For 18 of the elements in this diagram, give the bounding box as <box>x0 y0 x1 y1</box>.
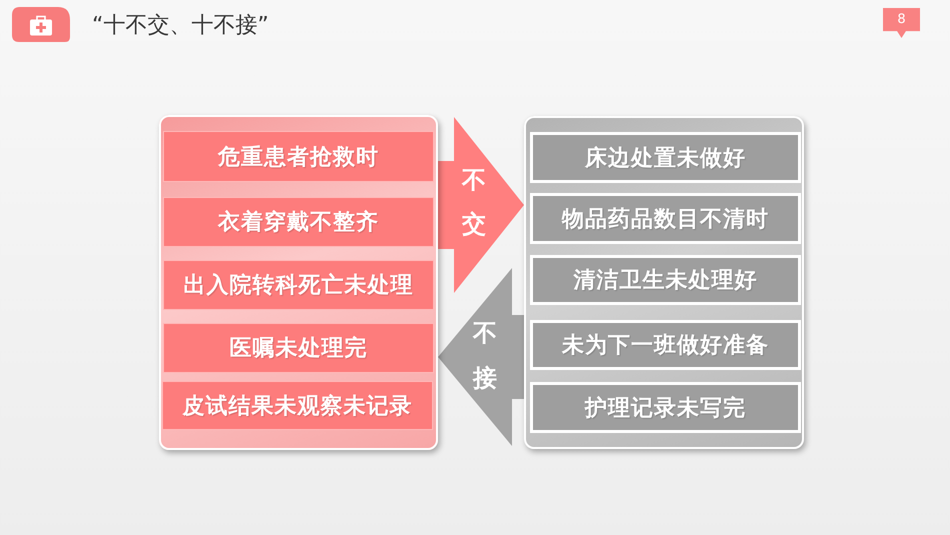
item-box: 危重患者抢救时 <box>163 131 434 182</box>
item-box: 未为下一班做好准备 <box>530 320 801 370</box>
rounded-panel <box>524 116 804 449</box>
item-box: 皮试结果未观察未记录 <box>162 381 433 430</box>
item-box: 护理记录未写完 <box>530 382 801 433</box>
item-box: 清洁卫生未处理好 <box>530 255 801 305</box>
item-box: 衣着穿戴不整齐 <box>163 197 434 247</box>
block-arrow <box>438 117 524 293</box>
item-box: 床边处置未做好 <box>530 132 801 183</box>
edge-label: 不交 <box>460 165 487 240</box>
block-arrow <box>438 268 524 446</box>
rounded-panel <box>159 115 438 450</box>
item-box: 物品药品数目不清时 <box>530 193 801 244</box>
edge-label: 不接 <box>472 318 498 394</box>
item-box: 医嘱未处理完 <box>163 323 434 373</box>
item-box: 出入院转科死亡未处理 <box>163 260 434 310</box>
page-number: 8 <box>883 8 920 38</box>
title: “十不交、十不接” <box>92 12 269 40</box>
